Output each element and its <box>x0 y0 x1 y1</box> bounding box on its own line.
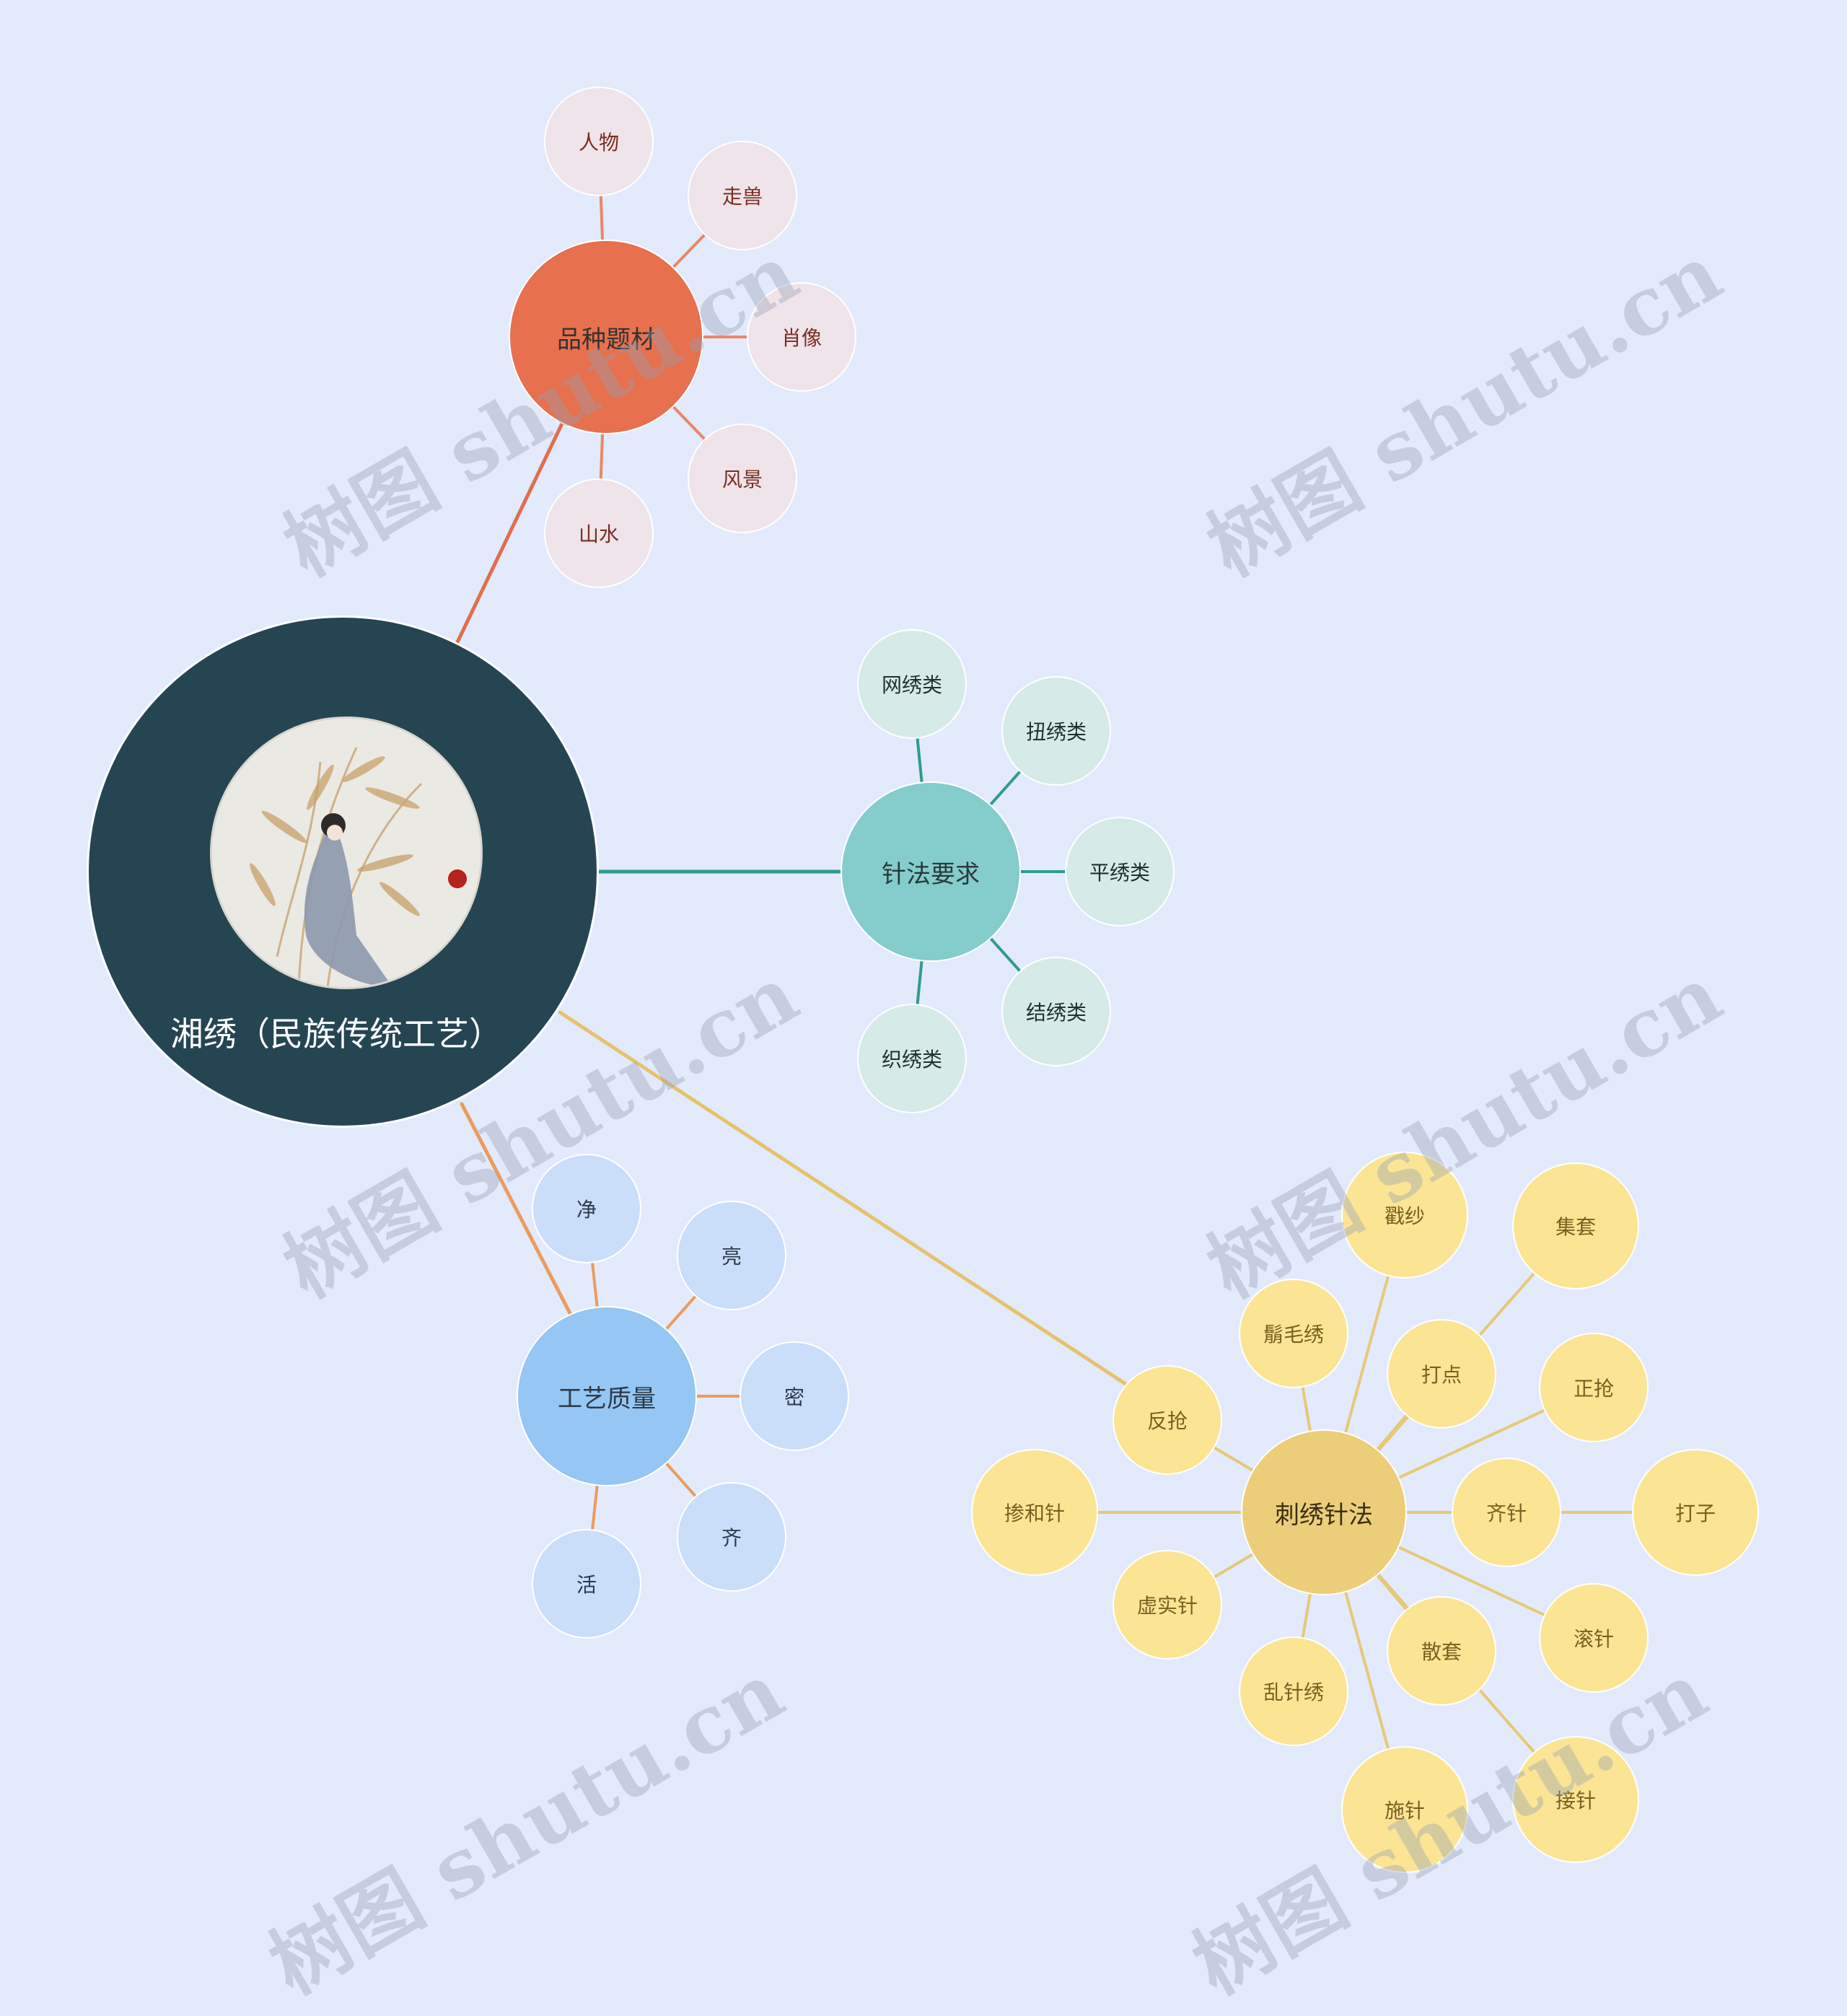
leaf-node-embroidery-stitches-label: 乱针绣 <box>1263 1680 1324 1704</box>
mind-map-canvas: 湘绣（民族传统工艺） 人物走兽肖像风景山水 品种题材网绣类扭绣类平绣类结绣类织绣类… <box>87 87 1759 2012</box>
leaf-node-embroidery-stitches-label: 散套 <box>1421 1640 1462 1664</box>
root-label: 湘绣（民族传统工艺） <box>170 1014 502 1053</box>
leaf-node-varieties-label: 走兽 <box>721 185 763 209</box>
leaf-node-varieties-label: 山水 <box>578 522 619 546</box>
leaf-node-embroidery-stitches[interactable]: 接针 <box>1512 1736 1639 1863</box>
leaf-node-quality[interactable]: 密 <box>740 1341 849 1451</box>
leaf-node-embroidery-stitches-label: 反抢 <box>1146 1409 1188 1433</box>
branch-node-stitch-requirements-label: 针法要求 <box>882 859 980 889</box>
leaf-node-stitch-requirements[interactable]: 平绣类 <box>1065 817 1175 926</box>
branch-node-quality-label: 工艺质量 <box>558 1384 656 1414</box>
leaf-node-embroidery-stitches[interactable]: 打子 <box>1632 1449 1759 1576</box>
leaf-node-quality-label: 齐 <box>721 1526 742 1550</box>
leaf-node-embroidery-stitches[interactable]: 齐针 <box>1452 1458 1561 1567</box>
branch-node-stitch-requirements[interactable]: 针法要求 <box>841 781 1021 962</box>
leaf-node-quality[interactable]: 齐 <box>677 1482 786 1592</box>
leaf-node-quality-label: 密 <box>784 1385 804 1409</box>
leaf-node-embroidery-stitches-label: 打子 <box>1675 1502 1716 1525</box>
leaf-node-embroidery-stitches[interactable]: 滚针 <box>1539 1583 1649 1693</box>
leaf-node-varieties-label: 风景 <box>721 468 763 491</box>
leaf-node-embroidery-stitches-label: 掺和针 <box>1004 1502 1065 1525</box>
embroidery-painting-image <box>210 716 483 989</box>
leaf-node-embroidery-stitches[interactable]: 散套 <box>1387 1596 1496 1706</box>
leaf-node-varieties[interactable]: 走兽 <box>688 141 797 250</box>
leaf-node-embroidery-stitches[interactable]: 打点 <box>1387 1319 1496 1429</box>
leaf-node-embroidery-stitches-label: 滚针 <box>1573 1627 1614 1651</box>
leaf-node-stitch-requirements[interactable]: 织绣类 <box>857 1004 967 1113</box>
leaf-node-stitch-requirements[interactable]: 扭绣类 <box>1001 676 1111 786</box>
leaf-node-quality[interactable]: 亮 <box>677 1201 786 1310</box>
branch-node-varieties-label: 品种题材 <box>557 325 655 354</box>
leaf-node-embroidery-stitches-label: 齐针 <box>1486 1502 1527 1525</box>
leaf-node-embroidery-stitches[interactable]: 鬅毛绣 <box>1239 1279 1348 1388</box>
leaf-node-varieties-label: 肖像 <box>781 326 822 350</box>
leaf-node-varieties[interactable]: 风景 <box>688 424 797 533</box>
root-edge-varieties <box>455 420 565 644</box>
leaf-node-embroidery-stitches[interactable]: 正抢 <box>1539 1333 1649 1442</box>
branch-node-quality[interactable]: 工艺质量 <box>517 1306 697 1486</box>
leaf-node-embroidery-stitches-label: 正抢 <box>1573 1377 1614 1401</box>
branch-node-varieties[interactable]: 品种题材 <box>509 240 703 434</box>
leaf-node-embroidery-stitches[interactable]: 虚实针 <box>1113 1550 1222 1660</box>
leaf-node-embroidery-stitches[interactable]: 集套 <box>1512 1162 1639 1289</box>
branch-node-embroidery-stitches[interactable]: 刺绣针法 <box>1241 1429 1407 1595</box>
leaf-node-varieties[interactable]: 人物 <box>544 87 654 196</box>
leaf-node-embroidery-stitches-label: 施针 <box>1384 1799 1425 1823</box>
root-edge-quality <box>460 1102 572 1315</box>
leaf-node-embroidery-stitches[interactable]: 反抢 <box>1113 1365 1222 1475</box>
leaf-node-embroidery-stitches[interactable]: 施针 <box>1341 1746 1468 1873</box>
leaf-node-embroidery-stitches-label: 集套 <box>1555 1215 1596 1239</box>
leaf-node-varieties[interactable]: 山水 <box>544 478 654 588</box>
leaf-node-stitch-requirements-label: 结绣类 <box>1025 1001 1087 1025</box>
leaf-node-embroidery-stitches[interactable]: 乱针绣 <box>1239 1636 1348 1746</box>
leaf-node-stitch-requirements-label: 网绣类 <box>881 673 942 697</box>
leaf-node-stitch-requirements-label: 织绣类 <box>881 1048 942 1071</box>
leaf-node-embroidery-stitches-label: 戳纱 <box>1384 1204 1425 1228</box>
leaf-node-varieties-label: 人物 <box>578 131 619 154</box>
root-edge-embroidery-stitches <box>558 1010 1130 1388</box>
leaf-node-embroidery-stitches[interactable]: 掺和针 <box>971 1449 1098 1576</box>
leaf-node-embroidery-stitches-label: 鬅毛绣 <box>1263 1323 1324 1346</box>
leaf-node-embroidery-stitches-label: 虚实针 <box>1136 1594 1198 1618</box>
leaf-node-varieties[interactable]: 肖像 <box>747 282 856 392</box>
leaf-node-quality-label: 净 <box>576 1198 597 1222</box>
leaf-node-embroidery-stitches-label: 接针 <box>1555 1789 1596 1813</box>
leaf-node-embroidery-stitches-label: 打点 <box>1421 1363 1462 1387</box>
branch-node-embroidery-stitches-label: 刺绣针法 <box>1275 1500 1373 1530</box>
leaf-node-stitch-requirements-label: 平绣类 <box>1089 861 1150 885</box>
leaf-node-stitch-requirements[interactable]: 网绣类 <box>857 629 967 739</box>
leaf-node-embroidery-stitches[interactable]: 戳纱 <box>1341 1152 1468 1279</box>
leaf-node-quality-label: 活 <box>576 1573 597 1597</box>
leaf-node-quality[interactable]: 净 <box>532 1154 641 1263</box>
leaf-node-stitch-requirements-label: 扭绣类 <box>1025 720 1087 744</box>
leaf-node-quality[interactable]: 活 <box>532 1529 641 1639</box>
leaf-node-stitch-requirements[interactable]: 结绣类 <box>1001 957 1111 1066</box>
leaf-node-quality-label: 亮 <box>721 1245 742 1268</box>
